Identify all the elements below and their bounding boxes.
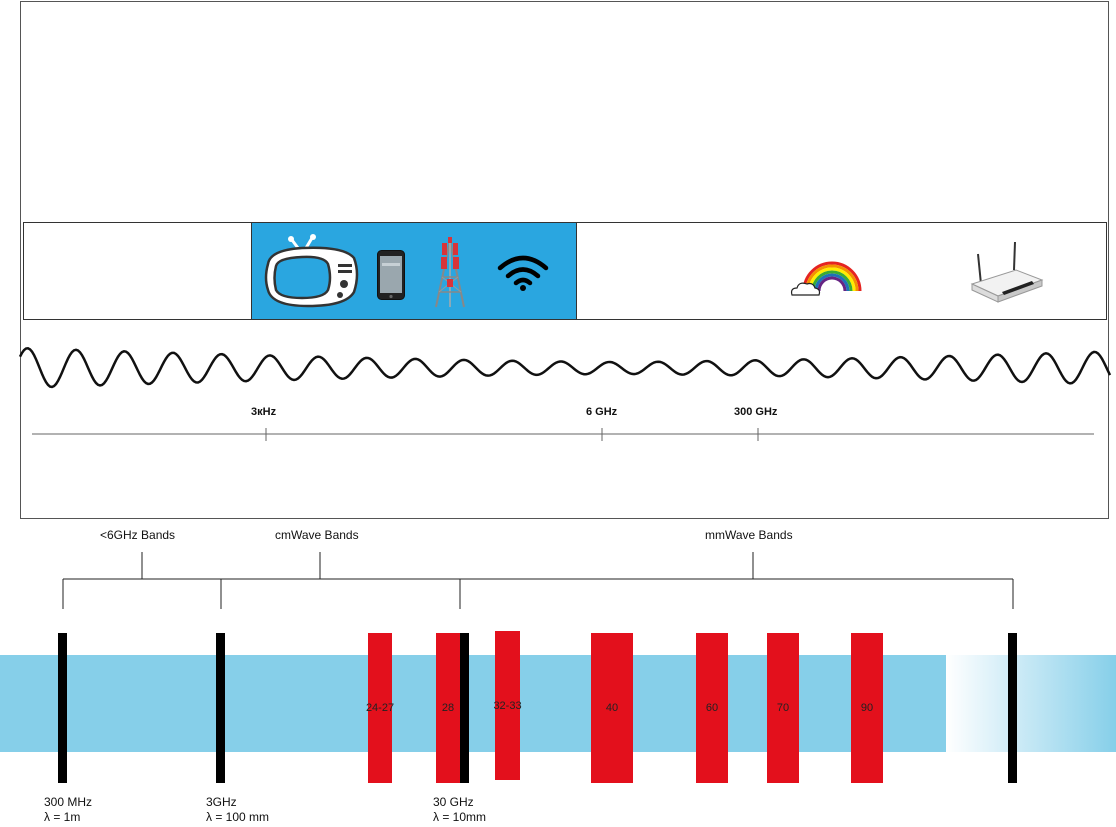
marker-end — [1008, 633, 1017, 783]
band-label-24-27: 24-27 — [365, 702, 395, 714]
band-40: 40 — [591, 633, 633, 783]
marker-label-300mhz: 300 MHz λ = 1m — [44, 795, 92, 825]
marker-30ghz — [460, 633, 469, 783]
band-70: 70 — [767, 633, 799, 783]
marker-300mhz — [58, 633, 67, 783]
band-label-70: 70 — [776, 702, 790, 714]
wifi-icon — [497, 255, 549, 291]
group-label-mmwave: mmWave Bands — [705, 528, 793, 542]
band-label-32-33: 32-33 — [493, 699, 522, 712]
spectrum-bar-fade — [946, 655, 1116, 752]
band-60: 60 — [696, 633, 728, 783]
marker-label-30ghz: 30 GHz λ = 10mm — [433, 795, 486, 825]
tick-label-6ghz: 6 GHz — [586, 406, 618, 418]
cell-tower-icon — [435, 237, 465, 308]
band-label-60: 60 — [705, 702, 719, 714]
marker-label-3ghz: 3GHz λ = 100 mm — [206, 795, 269, 825]
marker-wavelength-30ghz: λ = 10mm — [433, 810, 487, 824]
router-icon — [970, 241, 1044, 303]
tv-icon — [264, 234, 359, 308]
tick-label-3khz: 3кHz — [251, 406, 277, 418]
band-28: 28 — [436, 633, 460, 783]
spectrum-overview-frame — [20, 1, 1109, 519]
marker-3ghz — [216, 633, 225, 783]
group-label-cmwave: cmWave Bands — [275, 528, 359, 542]
band-90: 90 — [851, 633, 883, 783]
band-24-27: 24-27 — [365, 633, 395, 783]
spectrum-bar — [0, 655, 946, 752]
waveform — [18, 347, 1112, 389]
marker-wavelength-3ghz: λ = 100 mm — [206, 810, 270, 824]
marker-freq-3ghz: 3GHz — [206, 795, 237, 809]
marker-freq-30ghz: 30 GHz — [433, 795, 474, 809]
marker-freq-300mhz: 300 MHz — [44, 795, 93, 809]
band-label-40: 40 — [605, 702, 619, 714]
band-label-28: 28 — [441, 702, 455, 714]
rainbow-icon — [790, 261, 862, 296]
marker-wavelength-300mhz: λ = 1m — [44, 810, 81, 824]
tick-label-300ghz: 300 GHz — [734, 406, 778, 418]
frequency-axis — [32, 428, 1094, 441]
group-label-sub6: <6GHz Bands — [100, 528, 176, 542]
band-32-33: 32-33 — [493, 631, 522, 780]
band-label-90: 90 — [860, 702, 874, 714]
group-brackets — [62, 552, 1014, 609]
smartphone-icon — [377, 250, 405, 300]
